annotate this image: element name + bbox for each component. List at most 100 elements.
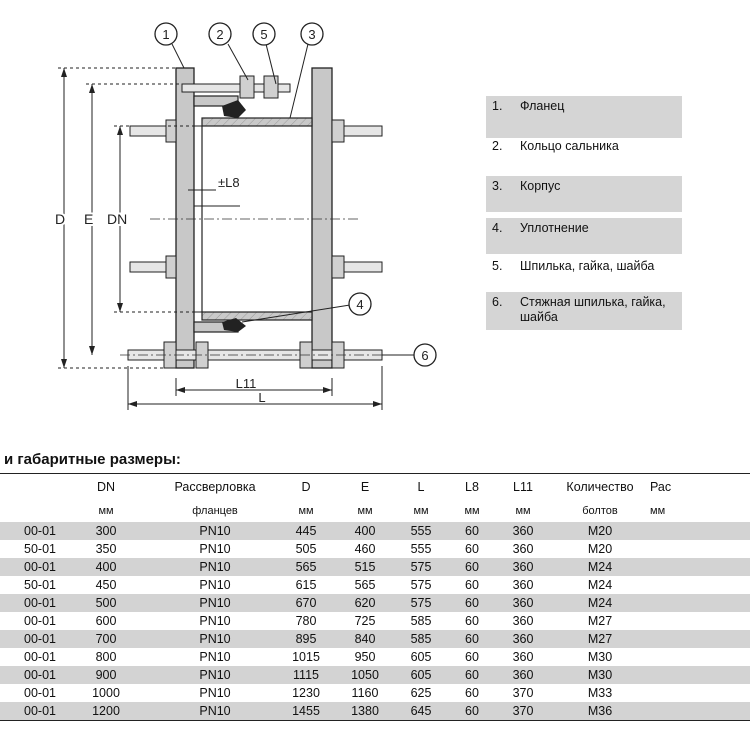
table-cell: 360: [496, 522, 550, 540]
table-cell: 00-01: [0, 594, 58, 612]
table-units-row: мм фланцев мм мм мм мм мм болтов мм: [0, 500, 750, 522]
table-cell: 505: [295, 542, 317, 556]
table-cell: 725: [354, 614, 376, 628]
dim-label-d: D: [55, 211, 65, 227]
unit-cell: мм: [515, 505, 531, 517]
dimension-arrows: [61, 68, 382, 407]
table-cell: M30: [587, 650, 613, 664]
table-cell: M36: [550, 702, 650, 721]
table-cell: 370: [496, 702, 550, 721]
table-cell: 1160: [351, 686, 379, 700]
table-cell: [650, 522, 750, 540]
legend-item-1: 1. Фланец: [486, 96, 682, 138]
table-cell: [650, 612, 750, 630]
svg-text:3: 3: [308, 27, 315, 42]
table-cell: 565: [354, 578, 376, 592]
dimensions-table: DN Рассверловка D E L L8 L11 Количество …: [0, 473, 750, 721]
table-cell: [650, 576, 750, 594]
table-cell: 780: [295, 614, 317, 628]
table-cell: 565: [276, 558, 336, 576]
header-cell: L: [417, 480, 425, 494]
table-cell: M24: [550, 558, 650, 576]
table-cell: 1050: [336, 666, 394, 684]
table-cell: 00-01: [24, 614, 56, 628]
legend-item-6: 6. Стяжная шпилька, гайка, шайба: [486, 292, 682, 330]
table-cell: 840: [336, 630, 394, 648]
table-cell: 00-01: [0, 666, 58, 684]
table-cell: 360: [496, 666, 550, 684]
table-cell: 575: [410, 578, 432, 592]
table-cell: 60: [465, 686, 479, 700]
legend-item-4: 4. Уплотнение: [486, 218, 682, 254]
section-title: и габаритные размеры:: [4, 451, 181, 468]
table-cell: 60: [448, 702, 496, 721]
table-cell: PN10: [154, 558, 276, 576]
table-cell: 360: [496, 558, 550, 576]
table-cell: 600: [95, 614, 117, 628]
table-cell: M20: [587, 542, 613, 556]
dim-label-l11: L11: [236, 376, 257, 391]
unit-cell: мм: [298, 505, 314, 517]
table-cell: [650, 684, 750, 702]
table-cell: 800: [95, 650, 117, 664]
table-cell: [650, 630, 750, 648]
table-cell: 60: [448, 666, 496, 684]
header-cell: [0, 474, 58, 501]
table-cell: 460: [354, 542, 376, 556]
dim-label-dn: DN: [107, 211, 127, 227]
callout-4: 4: [348, 292, 372, 316]
table-cell: M27: [587, 614, 613, 628]
header-cell: Рас: [650, 480, 672, 494]
header-cell: D: [301, 480, 311, 494]
table-cell: 1115: [276, 666, 336, 684]
table-cell: 950: [354, 650, 376, 664]
table-cell: 60: [448, 630, 496, 648]
table-cell: 620: [336, 594, 394, 612]
dimension-lines: [58, 67, 383, 410]
unit-cell: мм: [98, 505, 114, 517]
flange-right: [311, 67, 333, 369]
table-cell: 00-01: [0, 558, 58, 576]
table-cell: M33: [587, 686, 613, 700]
table-cell: 450: [95, 578, 117, 592]
callout-6: 6: [413, 343, 437, 367]
table-cell: 360: [512, 614, 534, 628]
table-cell: M27: [550, 630, 650, 648]
table-cell: 60: [465, 542, 479, 556]
header-cell: Рассверловка: [174, 480, 256, 494]
dim-label-l: L: [258, 390, 265, 405]
table-cell: 1230: [292, 686, 320, 700]
callout-5: 5: [252, 22, 276, 46]
dismantling-joint-drawing: D E DN ±L8 L11 L 1 2 5 3 4 6: [53, 22, 437, 410]
table-cell: 360: [512, 650, 534, 664]
svg-text:2: 2: [216, 27, 223, 42]
dim-label-e: E: [84, 211, 93, 227]
table-cell: 645: [394, 702, 448, 721]
table-cell: PN10: [154, 594, 276, 612]
table-cell: 605: [410, 650, 432, 664]
table-cell: M20: [550, 522, 650, 540]
callout-2: 2: [208, 22, 232, 46]
table-cell: 615: [295, 578, 317, 592]
table-cell: 00-01: [0, 522, 58, 540]
table-cell: PN10: [154, 630, 276, 648]
table-cell: 500: [58, 594, 154, 612]
table-cell: PN10: [154, 702, 276, 721]
table-cell: 900: [58, 666, 154, 684]
header-cell: Количество: [566, 480, 634, 494]
table-cell: 575: [394, 594, 448, 612]
table-cell: 445: [276, 522, 336, 540]
centerlines: [120, 218, 390, 356]
legend-item-3: 3. Корпус: [486, 176, 682, 212]
svg-text:1: 1: [162, 27, 169, 42]
table-cell: 1000: [92, 686, 120, 700]
table-cell: [650, 702, 750, 721]
table-cell: 50-01: [24, 542, 56, 556]
table-cell: 700: [58, 630, 154, 648]
